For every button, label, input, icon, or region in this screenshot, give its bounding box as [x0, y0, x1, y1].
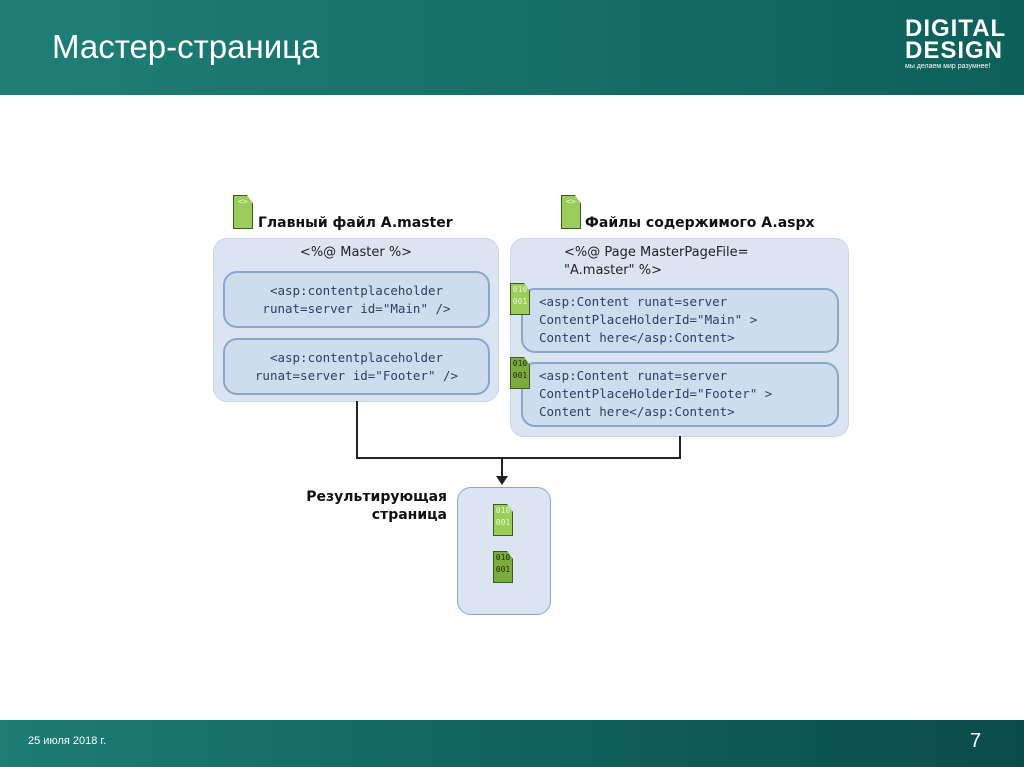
- footer-date: 25 июля 2018 г.: [28, 735, 107, 747]
- connector-line: [356, 401, 358, 459]
- slide-title: Мастер-страница: [52, 28, 320, 65]
- connector-line: [501, 457, 503, 477]
- master-label: Главный файл A.master: [258, 215, 453, 231]
- result-label: Результирующая страница: [280, 488, 447, 524]
- connector-line: [679, 436, 681, 459]
- content-footer: <asp:Content runat=server ContentPlaceHo…: [521, 362, 839, 427]
- markup-file-icon: <>: [233, 195, 253, 229]
- content-box: <%@ Page MasterPageFile= "A.master" %> <…: [510, 238, 849, 437]
- slide-header: Мастер-страница DIGITAL DESIGN мы делаем…: [0, 0, 1024, 95]
- logo-tagline: мы делаем мир разумнее!: [905, 63, 991, 70]
- logo: DIGITAL DESIGN мы делаем мир разумнее!: [905, 15, 1007, 72]
- connector-line: [356, 457, 681, 459]
- placeholder-footer: <asp:contentplaceholder runat=server id=…: [223, 338, 490, 395]
- logo-line1: DIGITAL: [905, 15, 1007, 42]
- arrow-down-icon: [496, 476, 508, 485]
- content-main: <asp:Content runat=server ContentPlaceHo…: [521, 288, 839, 353]
- content-label: Файлы содержимого A.aspx: [585, 215, 815, 231]
- result-label-line2: страница: [371, 507, 447, 523]
- content-directive: <%@ Page MasterPageFile= "A.master" %>: [564, 245, 749, 278]
- page-number: 7: [970, 730, 982, 752]
- master-directive: <%@ Master %>: [299, 245, 413, 260]
- logo-line2: DESIGN: [905, 37, 1004, 64]
- markup-file-icon: <>: [561, 195, 581, 229]
- result-label-line1: Результирующая: [306, 489, 447, 505]
- placeholder-main: <asp:contentplaceholder runat=server id=…: [223, 271, 490, 328]
- master-box: <%@ Master %> <asp:contentplaceholder ru…: [213, 238, 499, 402]
- slide-footer: 25 июля 2018 г. 7: [0, 720, 1024, 767]
